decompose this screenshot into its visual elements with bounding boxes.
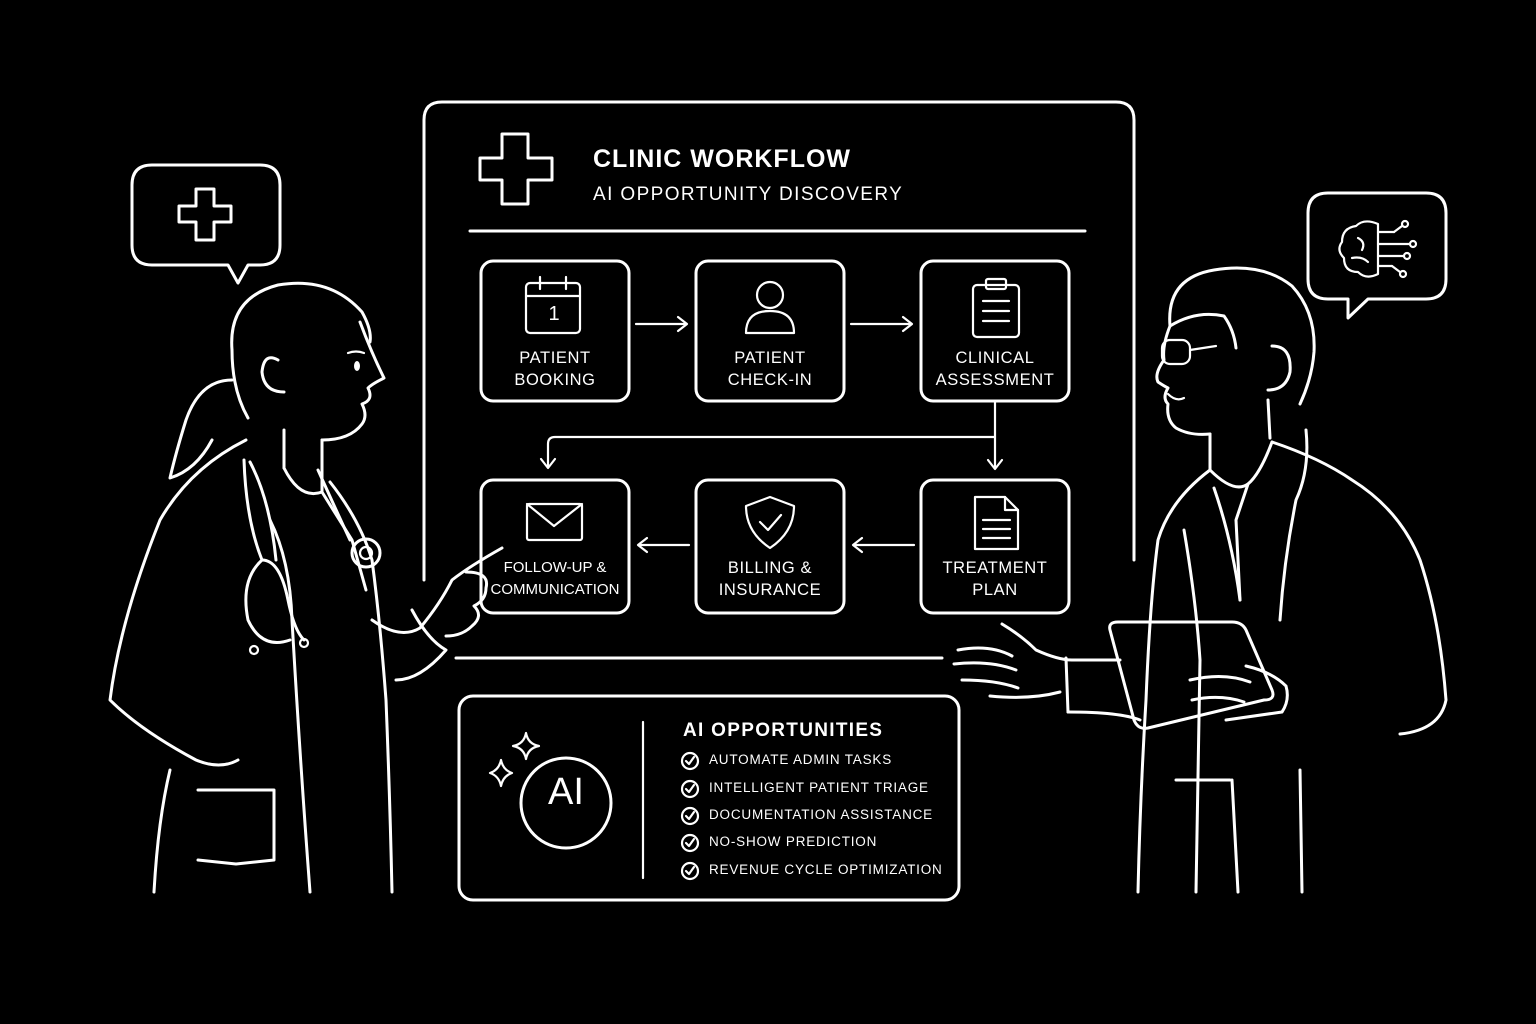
ai-opportunity-item: REVENUE CYCLE OPTIMIZATION [709, 862, 943, 877]
arrow-billing-to-followup [636, 536, 691, 554]
step-label-treatment: TREATMENT PLAN [942, 559, 1048, 599]
check-circle-icon [680, 833, 700, 853]
step-box-followup [479, 478, 631, 615]
sparkle-icon [511, 731, 541, 761]
check-circle-icon [680, 751, 700, 771]
document-icon [973, 495, 1020, 551]
whiteboard-frame [422, 100, 1136, 582]
check-circle-icon [680, 779, 700, 799]
calendar-day-number: 1 [548, 303, 560, 325]
medical-cross-icon [478, 132, 554, 206]
envelope-icon [525, 502, 584, 542]
ai-opportunity-item: DOCUMENTATION ASSISTANCE [709, 807, 933, 822]
ai-panel-frame [457, 694, 961, 902]
step-box-booking [479, 259, 631, 403]
sparkle-icon-small [488, 758, 514, 788]
male-professional-illustration [952, 266, 1448, 894]
step-label-checkin: PATIENT CHECK-IN [727, 349, 813, 389]
arrow-assessment-to-treatment [986, 399, 1004, 471]
shield-check-icon [744, 495, 796, 550]
board-title: CLINIC WORKFLOW [593, 145, 852, 173]
person-icon [744, 280, 796, 335]
ai-badge-circle [519, 756, 613, 850]
check-circle-icon [680, 861, 700, 881]
ai-opportunity-item: INTELLIGENT PATIENT TRIAGE [709, 780, 929, 795]
step-label-billing: BILLING & INSURANCE [718, 559, 822, 599]
arrow-checkin-to-assessment [849, 315, 914, 333]
speech-bubble-right [1306, 191, 1448, 320]
medical-cross-icon [177, 187, 233, 242]
board-subtitle: AI OPPORTUNITY DISCOVERY [593, 184, 904, 205]
ai-badge-label: AI [548, 771, 584, 813]
ai-opportunity-item: AUTOMATE ADMIN TASKS [709, 752, 893, 767]
clipboard-icon [971, 277, 1021, 339]
ai-opportunity-item: NO-SHOW PREDICTION [709, 834, 878, 849]
step-label-assessment: CLINICAL ASSESSMENT [935, 349, 1055, 389]
ai-opportunities-title: AI OPPORTUNITIES [683, 720, 884, 741]
arrow-treatment-to-billing [851, 536, 916, 554]
ai-brain-circuit-icon [1338, 219, 1418, 279]
calendar-icon [524, 275, 582, 335]
speech-bubble-left [130, 163, 282, 285]
step-box-treatment [919, 478, 1071, 615]
step-box-checkin [694, 259, 846, 403]
step-box-billing [694, 478, 846, 615]
step-label-followup: FOLLOW-UP & COMMUNICATION [490, 559, 620, 598]
arrow-booking-to-checkin [634, 315, 689, 333]
arrow-assessment-to-followup [539, 435, 997, 470]
female-doctor-illustration [108, 281, 504, 894]
step-label-booking: PATIENT BOOKING [514, 349, 596, 389]
check-circle-icon [680, 806, 700, 826]
